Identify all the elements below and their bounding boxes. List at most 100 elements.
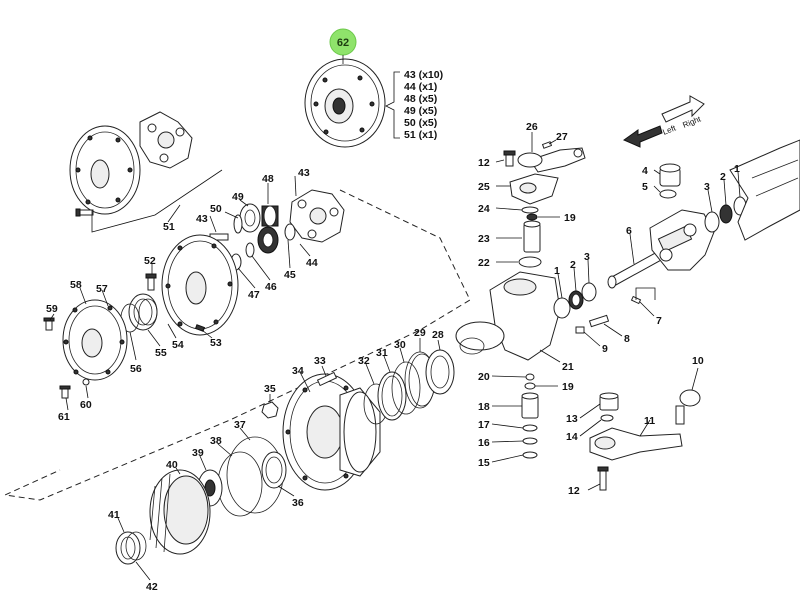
steering-knuckle-21[interactable] [455, 271, 561, 361]
plug-60[interactable] [82, 378, 90, 386]
washer-17[interactable] [522, 424, 538, 432]
callout-15[interactable]: 15 [478, 457, 490, 469]
callout-13[interactable]: 13 [566, 413, 578, 425]
callout-31[interactable]: 31 [376, 347, 388, 359]
seal-24[interactable] [521, 206, 539, 214]
bolt-61[interactable] [59, 385, 71, 399]
ring-gear-40[interactable] [149, 469, 211, 555]
callout-19a[interactable]: 19 [564, 212, 576, 224]
callout-29[interactable]: 29 [414, 327, 426, 339]
o-ring-22[interactable] [518, 256, 542, 268]
callout-40[interactable]: 40 [166, 459, 178, 471]
spider-44[interactable] [289, 189, 345, 243]
bearing-55[interactable] [128, 293, 158, 331]
bearing-41[interactable] [115, 531, 147, 565]
o-ring-19-lower[interactable] [524, 382, 536, 390]
part-62-hub-assembly[interactable] [304, 58, 386, 148]
callout-20[interactable]: 20 [478, 371, 490, 383]
callout-54[interactable]: 54 [172, 339, 184, 351]
seal-28[interactable] [425, 349, 455, 395]
callout-32[interactable]: 32 [358, 355, 370, 367]
callout-43b[interactable]: 43 [298, 167, 310, 179]
callout-33[interactable]: 33 [314, 355, 326, 367]
bolt-33[interactable] [316, 371, 338, 387]
pin-53[interactable] [194, 324, 206, 332]
callout-49[interactable]: 49 [232, 191, 244, 203]
callout-25[interactable]: 25 [478, 181, 490, 193]
callout-35[interactable]: 35 [264, 383, 276, 395]
callout-48[interactable]: 48 [262, 173, 274, 185]
callout-24[interactable]: 24 [478, 203, 490, 215]
ring-14[interactable] [600, 414, 614, 422]
callout-3a[interactable]: 3 [704, 181, 710, 193]
callout-59[interactable]: 59 [46, 303, 58, 315]
bolt-12-upper[interactable] [503, 150, 516, 167]
bolt-12-lower[interactable] [597, 466, 609, 491]
nut-35[interactable] [261, 401, 279, 419]
callout-17[interactable]: 17 [478, 419, 490, 431]
callout-12b[interactable]: 12 [568, 485, 580, 497]
ring-2-lower[interactable] [568, 290, 584, 310]
bolt-small-upper-left[interactable] [75, 208, 94, 217]
seal-1-lower[interactable] [553, 297, 571, 319]
cover-57[interactable] [62, 299, 128, 381]
part-54-hub-disc[interactable] [161, 234, 239, 336]
callout-46[interactable]: 46 [265, 281, 277, 293]
callout-4[interactable]: 4 [642, 165, 648, 177]
callout-44[interactable]: 44 [306, 257, 318, 269]
callout-10[interactable]: 10 [692, 355, 704, 367]
callout-9[interactable]: 9 [602, 343, 608, 355]
bolt-52[interactable] [145, 273, 157, 291]
king-pin-cap-25[interactable] [509, 173, 559, 205]
hub-sleeve[interactable] [339, 387, 381, 477]
ring-2-upper[interactable] [719, 204, 733, 224]
bushing-4[interactable] [659, 163, 681, 187]
callout-42[interactable]: 42 [146, 581, 158, 593]
part-51-hub-disc[interactable] [69, 125, 141, 215]
tie-rod-end-10[interactable] [675, 389, 701, 425]
o-ring-20[interactable] [525, 373, 535, 381]
callout-8[interactable]: 8 [624, 333, 630, 345]
bolt-8[interactable] [588, 314, 610, 328]
callout-3b[interactable]: 3 [584, 251, 590, 263]
callout-55[interactable]: 55 [155, 347, 167, 359]
callout-47[interactable]: 47 [248, 289, 260, 301]
callout-36[interactable]: 36 [292, 497, 304, 509]
ring-31[interactable] [377, 371, 407, 421]
washer-5[interactable] [659, 189, 677, 199]
callout-39[interactable]: 39 [192, 447, 204, 459]
callout-2b[interactable]: 2 [570, 259, 576, 271]
callout-22[interactable]: 22 [478, 257, 490, 269]
callout-43a[interactable]: 43 [196, 213, 208, 225]
ring-30[interactable] [391, 361, 421, 415]
planet-gear-49[interactable] [239, 203, 261, 233]
cap-13[interactable] [599, 392, 619, 411]
steering-arm-26[interactable] [517, 147, 586, 173]
callout-7[interactable]: 7 [656, 315, 662, 327]
thrust-washer-50[interactable] [233, 214, 243, 234]
pin-9[interactable] [575, 326, 585, 334]
steering-arm-11[interactable] [589, 427, 683, 461]
part-62-label[interactable]: 62 [337, 37, 349, 49]
needle-bearing-48[interactable] [261, 205, 279, 227]
callout-38[interactable]: 38 [210, 435, 222, 447]
callout-14[interactable]: 14 [566, 431, 578, 443]
callout-41[interactable]: 41 [108, 509, 120, 521]
callout-21[interactable]: 21 [562, 361, 574, 373]
planet-carrier-spider-upper[interactable] [139, 111, 193, 169]
callout-1b[interactable]: 1 [554, 265, 560, 277]
callout-1a[interactable]: 1 [734, 163, 740, 175]
callout-60[interactable]: 60 [80, 399, 92, 411]
bushing-18[interactable] [521, 392, 539, 419]
callout-16[interactable]: 16 [478, 437, 490, 449]
callout-34[interactable]: 34 [292, 365, 304, 377]
callout-37[interactable]: 37 [234, 419, 246, 431]
washer-45[interactable] [284, 223, 296, 241]
seal-36[interactable] [261, 451, 287, 489]
planet-gear-lower[interactable] [257, 226, 279, 254]
callout-53[interactable]: 53 [210, 337, 222, 349]
callout-23[interactable]: 23 [478, 233, 490, 245]
callout-56[interactable]: 56 [130, 363, 142, 375]
callout-58[interactable]: 58 [70, 279, 82, 291]
seal-3-upper[interactable] [704, 211, 720, 233]
